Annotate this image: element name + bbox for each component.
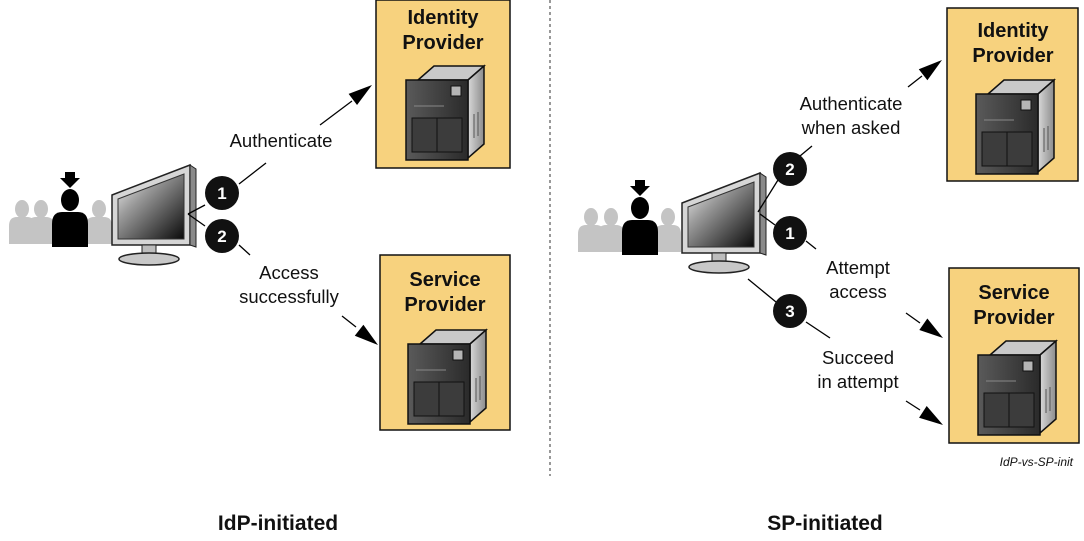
step-badge-1: 1	[773, 216, 807, 250]
attempt-access-line2: access	[829, 281, 887, 302]
step-badge-2: 2	[205, 219, 239, 253]
arrow-icon	[905, 312, 921, 324]
svg-text:3: 3	[785, 302, 794, 321]
arrow-icon	[319, 100, 353, 126]
server-icon	[405, 65, 485, 161]
idp-initiated-panel: Identity Provider Service Provider 1 2	[9, 0, 511, 535]
svg-text:2: 2	[785, 160, 794, 179]
authenticate-when-asked-line2: when asked	[801, 117, 901, 138]
authenticate-when-asked-line1: Authenticate	[800, 93, 903, 114]
arrow-icon	[341, 315, 357, 328]
sp-initiated-caption: SP-initiated	[767, 512, 883, 535]
step-badge-2: 2	[773, 152, 807, 186]
authenticate-label: Authenticate	[230, 130, 333, 151]
service-provider-box: Service Provider	[379, 254, 511, 431]
idp-initiated-caption: IdP-initiated	[218, 512, 338, 535]
access-label-line2: successfully	[239, 286, 339, 307]
access-label-line1: Access	[259, 262, 319, 283]
monitor-icon	[111, 164, 197, 266]
attempt-access-line1: Attempt	[826, 257, 890, 278]
step-badge-1: 1	[205, 176, 239, 210]
succeed-in-attempt-line1: Succeed	[822, 347, 894, 368]
svg-text:2: 2	[217, 227, 226, 246]
user-group-icon	[9, 172, 112, 247]
service-provider-title-line2: Provider	[973, 307, 1054, 329]
svg-text:1: 1	[785, 224, 794, 243]
step-badge-3: 3	[773, 294, 807, 328]
sp-initiated-panel: Identity Provider Service Provider 2	[578, 7, 1080, 535]
server-icon	[975, 79, 1055, 175]
service-provider-title-line1: Service	[409, 269, 480, 291]
monitor-icon	[681, 172, 767, 274]
arrow-icon	[907, 75, 923, 88]
arrow-icon	[905, 400, 921, 411]
service-provider-title-line2: Provider	[404, 294, 485, 316]
service-provider-title-line1: Service	[978, 282, 1049, 304]
figure-id: IdP-vs-SP-init	[1000, 455, 1074, 469]
identity-provider-title-line2: Provider	[402, 32, 483, 54]
server-icon	[977, 340, 1057, 436]
service-provider-box: Service Provider	[948, 267, 1080, 444]
server-icon	[407, 329, 487, 425]
user-group-icon	[578, 180, 681, 255]
succeed-in-attempt-line2: in attempt	[817, 371, 898, 392]
identity-provider-box: Identity Provider	[946, 7, 1079, 182]
identity-provider-title-line2: Provider	[972, 45, 1053, 67]
identity-provider-title-line1: Identity	[407, 7, 479, 29]
identity-provider-box: Identity Provider	[375, 0, 511, 169]
identity-provider-title-line1: Identity	[977, 20, 1049, 42]
svg-text:1: 1	[217, 184, 226, 203]
